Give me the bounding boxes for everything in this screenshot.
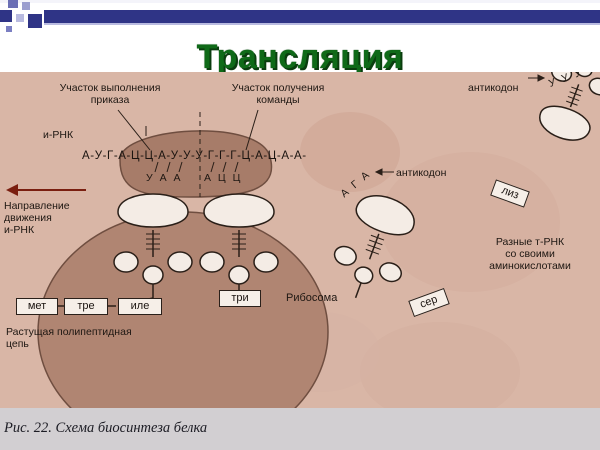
anticodon-trna2: А Ц Ц [204, 172, 243, 184]
slide-title: Трансляция [196, 38, 404, 76]
anticodon-label: антикодон [396, 167, 447, 179]
amino-acid-chain-2: тре [64, 298, 108, 315]
anticodon-trna1: У А А [146, 172, 183, 184]
mrna-sequence: А-У-Г-А-Ц-Ц-А-У-У-У-Г-Г-Г-Ц-А-Ц-А-А- [82, 150, 307, 162]
trna-1 [113, 193, 193, 307]
caption-bar [0, 408, 600, 450]
figure-caption: Рис. 22. Схема биосинтеза белка [4, 420, 208, 436]
anticodon-top-label: антикодон [468, 82, 519, 94]
mrna-label: и-РНК [43, 129, 74, 141]
ribosome-small-subunit [119, 130, 273, 198]
amino-acid-chain-1: мет [16, 298, 58, 315]
top-trna [539, 72, 600, 141]
direction-arrow [6, 184, 86, 196]
amino-acid-trna2: три [219, 290, 261, 307]
corner-decoration [0, 0, 600, 32]
trna-2 [199, 193, 279, 290]
ribosome-label: Рибосома [286, 292, 338, 304]
amino-acid-chain-3: иле [118, 298, 162, 315]
free-trna [333, 195, 415, 299]
